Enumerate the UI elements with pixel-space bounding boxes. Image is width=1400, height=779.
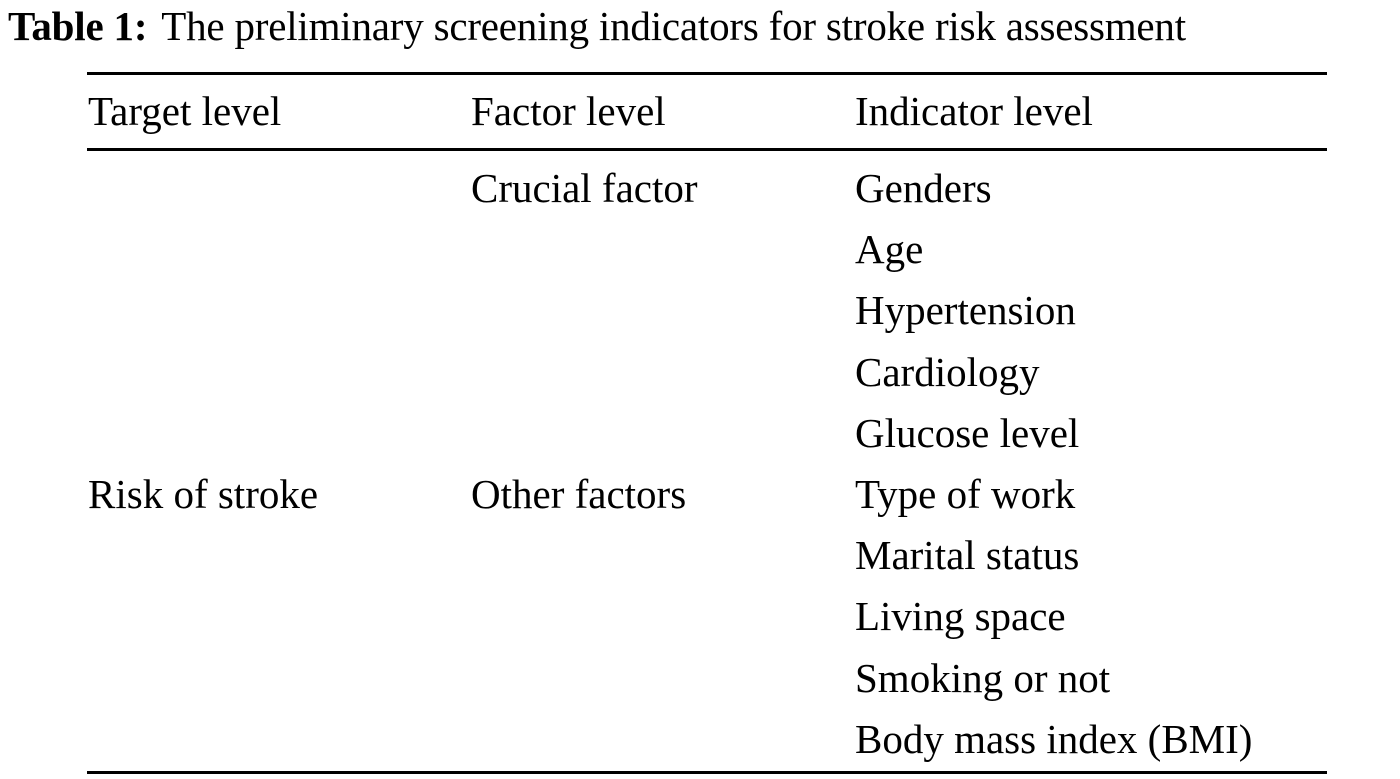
header-factor-level: Factor level [471, 88, 666, 134]
indicator-row: Type of work [855, 470, 1076, 517]
indicator-row: Glucose level [855, 409, 1080, 456]
factor-other: Other factors [471, 471, 687, 517]
top-rule [87, 72, 1327, 75]
indicator-row: Living space [855, 593, 1066, 640]
header-target-level: Target level [88, 88, 282, 134]
header-indicator-level: Indicator level [855, 88, 1093, 134]
bottom-rule [87, 771, 1327, 774]
indicator-row: Cardiology [855, 348, 1040, 395]
indicator-row: Hypertension [855, 287, 1076, 334]
indicator-row: Genders [855, 165, 992, 211]
indicator-list: Genders Age Hypertension Cardiology Gluc… [855, 158, 1252, 770]
indicator-row: Marital status [855, 532, 1080, 579]
caption-label: Table 1: [8, 3, 148, 49]
indicator-row: Body mass index (BMI) [855, 715, 1253, 762]
header-rule [87, 148, 1327, 151]
factor-crucial: Crucial factor [471, 165, 698, 211]
table-caption: Table 1: The preliminary screening indica… [8, 2, 1186, 50]
target-risk-of-stroke: Risk of stroke [88, 471, 319, 517]
indicator-row: Age [855, 226, 924, 273]
indicator-row: Smoking or not [855, 654, 1111, 701]
caption-text: The preliminary screening indicators for… [161, 3, 1186, 49]
